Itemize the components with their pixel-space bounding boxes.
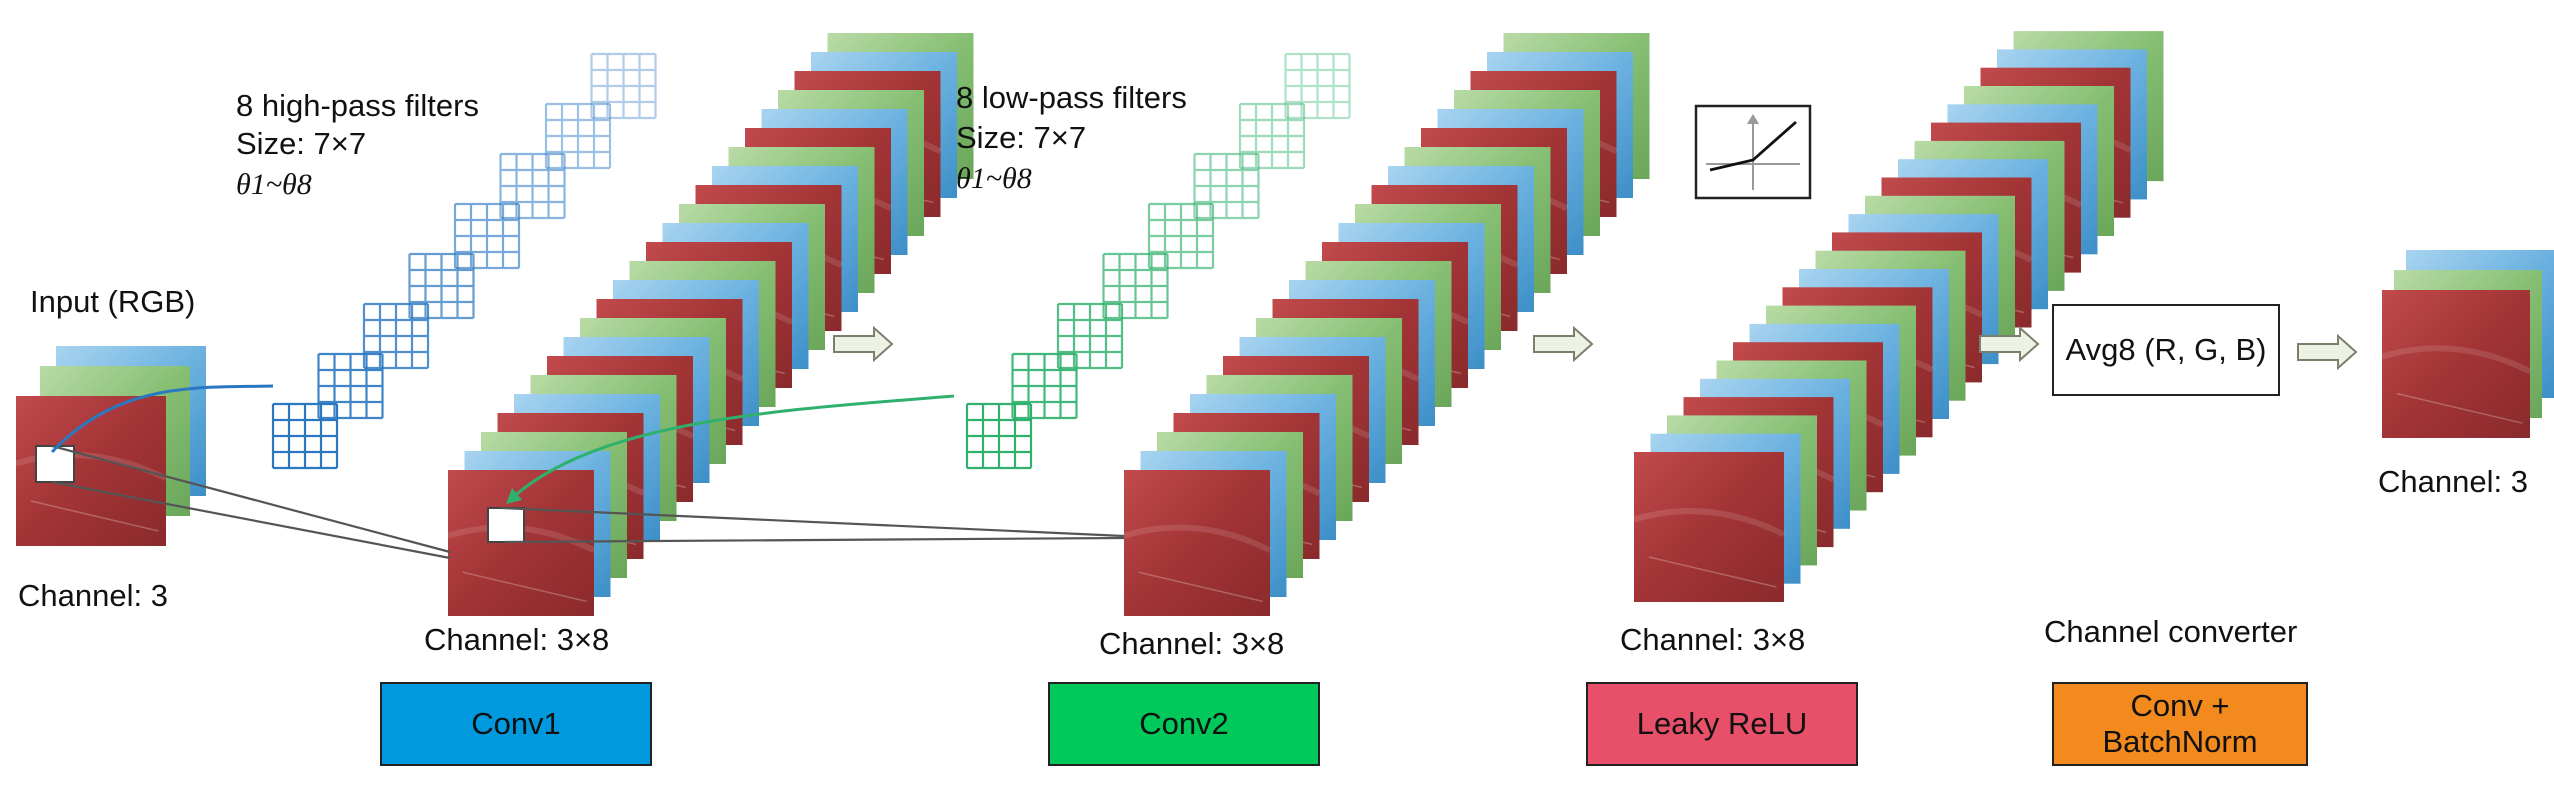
- input-feature-stack: [15, 346, 206, 546]
- conv1-feature-stack: [447, 33, 974, 616]
- conv2-feature-stack: [1123, 33, 1650, 616]
- lowpass-filters-theta: θ1~θ8: [956, 162, 1032, 195]
- leaky-relu-function-icon: [1694, 104, 1812, 200]
- feature-map: [447, 470, 596, 616]
- conv-batchnorm-label-box: Conv + BatchNorm: [2052, 682, 2308, 766]
- filter-kernel: [590, 52, 657, 120]
- conv1-channel-label: Channel: 3×8: [424, 622, 610, 657]
- input-title: Input (RGB): [30, 284, 196, 319]
- lowpass-filter-kernels: [965, 52, 1351, 470]
- filter-kernel: [1102, 252, 1169, 320]
- filter-kernel: [1238, 102, 1306, 170]
- lowpass-filters-size: Size: 7×7: [956, 120, 1087, 155]
- feature-map: [1123, 470, 1272, 616]
- filter-kernel: [453, 202, 521, 270]
- filter-kernel: [1193, 152, 1260, 220]
- leaky-relu-label-box: Leaky ReLU: [1586, 682, 1858, 766]
- filter-kernel: [544, 102, 612, 170]
- output-channel-label: Channel: 3: [2378, 464, 2528, 499]
- relu-channel-label: Channel: 3×8: [1620, 622, 1806, 657]
- channel-converter-title: Channel converter: [2044, 614, 2298, 649]
- filter-kernel: [408, 252, 475, 320]
- flow-arrow-relu-to-avg: [1979, 325, 2040, 363]
- flow-arrow-avg-to-output: [2297, 333, 2358, 371]
- conv1-label-box: Conv1: [380, 682, 652, 766]
- highpass-filters-theta: θ1~θ8: [236, 168, 312, 201]
- filter-kernel: [362, 302, 430, 370]
- highpass-filter-kernels: [271, 52, 657, 470]
- highpass-filters-size: Size: 7×7: [236, 126, 367, 161]
- conv2-channel-label: Channel: 3×8: [1099, 626, 1285, 661]
- filter-kernel: [1284, 52, 1351, 120]
- relu-feature-stack: [1633, 31, 2164, 602]
- filter-kernel: [271, 402, 339, 470]
- filter-kernel: [317, 352, 384, 420]
- input-channel-label: Channel: 3: [18, 578, 168, 613]
- avg8-operation-box: Avg8 (R, G, B): [2052, 304, 2280, 396]
- connection-lines: [51, 444, 1125, 560]
- flow-arrow-conv1-to-conv2: [833, 325, 894, 363]
- filter-kernel: [1011, 352, 1078, 420]
- conv-batchnorm-line2: BatchNorm: [2102, 724, 2258, 759]
- flow-arrow-conv2-to-relu: [1533, 325, 1594, 363]
- conv-batchnorm-line1: Conv +: [2130, 688, 2230, 724]
- filter-kernel: [1147, 202, 1215, 270]
- input-patch: [35, 445, 75, 483]
- output-feature-stack: [2381, 250, 2554, 438]
- conv2-label-box: Conv2: [1048, 682, 1320, 766]
- filter-kernel: [1056, 302, 1124, 370]
- lowpass-apply-curve: [506, 394, 955, 504]
- highpass-filters-title: 8 high-pass filters: [236, 88, 479, 123]
- highpass-apply-curve: [50, 384, 274, 454]
- filter-kernel: [965, 402, 1033, 470]
- lowpass-filters-title: 8 low-pass filters: [956, 80, 1187, 115]
- output-map: [2381, 290, 2532, 438]
- conv1-patch: [487, 507, 525, 543]
- filter-kernel: [499, 152, 566, 220]
- feature-map: [1633, 452, 1786, 602]
